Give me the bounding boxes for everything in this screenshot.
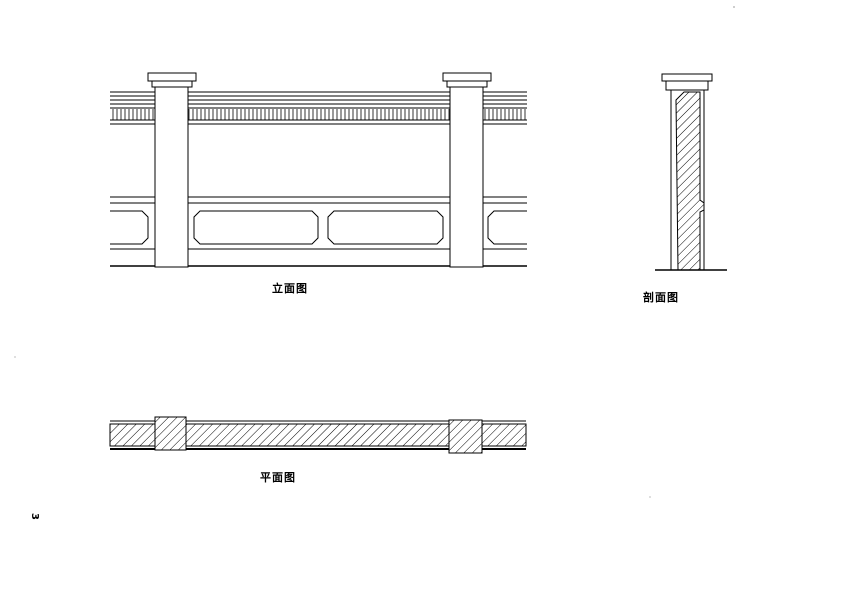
page-number: 3 xyxy=(28,513,40,520)
section-hatch xyxy=(675,91,705,271)
post-right xyxy=(442,72,492,268)
recessed-panels xyxy=(110,210,527,245)
stray-marks xyxy=(14,6,735,498)
elevation-view xyxy=(110,72,527,268)
section-view xyxy=(655,73,727,271)
post-left xyxy=(147,72,197,268)
plan-view xyxy=(109,416,527,454)
section-caption: 剖面图 xyxy=(643,291,679,304)
plan-caption: 平面图 xyxy=(260,471,296,484)
elevation-caption: 立面图 xyxy=(272,282,308,295)
